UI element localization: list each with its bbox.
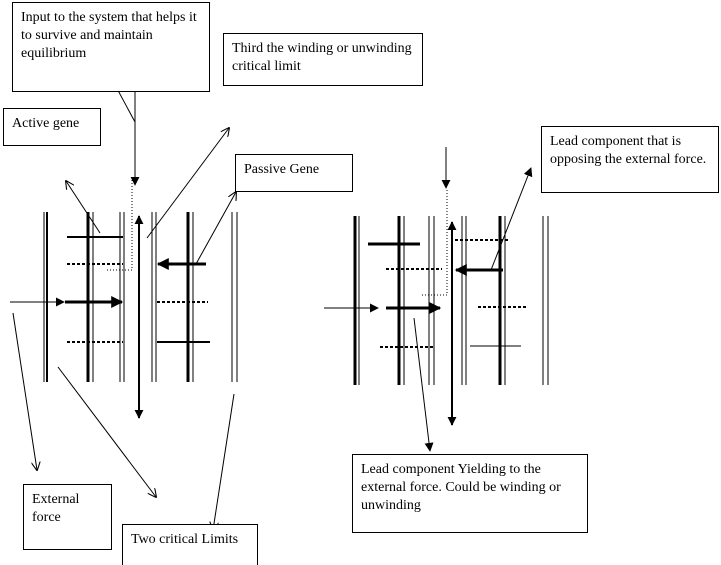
external-force-label-box: External force (23, 484, 112, 550)
right-input-dotted-path (420, 190, 448, 296)
third-limit-pointer (146, 128, 229, 239)
active-gene-pointer (66, 181, 101, 234)
right-strands (353, 216, 549, 385)
right-diagram (324, 147, 549, 452)
input-dotted-path (105, 180, 133, 271)
lead-opposing-label-box: Lead component that is opposing the exte… (541, 126, 719, 193)
external-force-pointer (12, 312, 37, 470)
passive-gene-pointer (195, 192, 236, 265)
two-critical-limits-label-box: Two critical Limits (122, 524, 258, 565)
right-rungs (368, 239, 528, 348)
two-limits-pointer (213, 393, 235, 530)
input-label-box: Input to the system that helps it to sur… (12, 2, 210, 92)
third-limit-label-box: Third the winding or unwinding critical … (223, 33, 423, 86)
passive-gene-label-box: Passive Gene (235, 154, 353, 192)
diagonal-pointer (57, 366, 156, 497)
lead-yielding-pointer (413, 317, 434, 452)
active-gene-label-box: Active gene (3, 108, 101, 146)
left-rungs (67, 236, 210, 343)
lead-opposing-pointer (490, 167, 533, 271)
lead-yielding-label-box: Lead component Yielding to the external … (352, 454, 588, 533)
left-diagram (10, 83, 238, 530)
